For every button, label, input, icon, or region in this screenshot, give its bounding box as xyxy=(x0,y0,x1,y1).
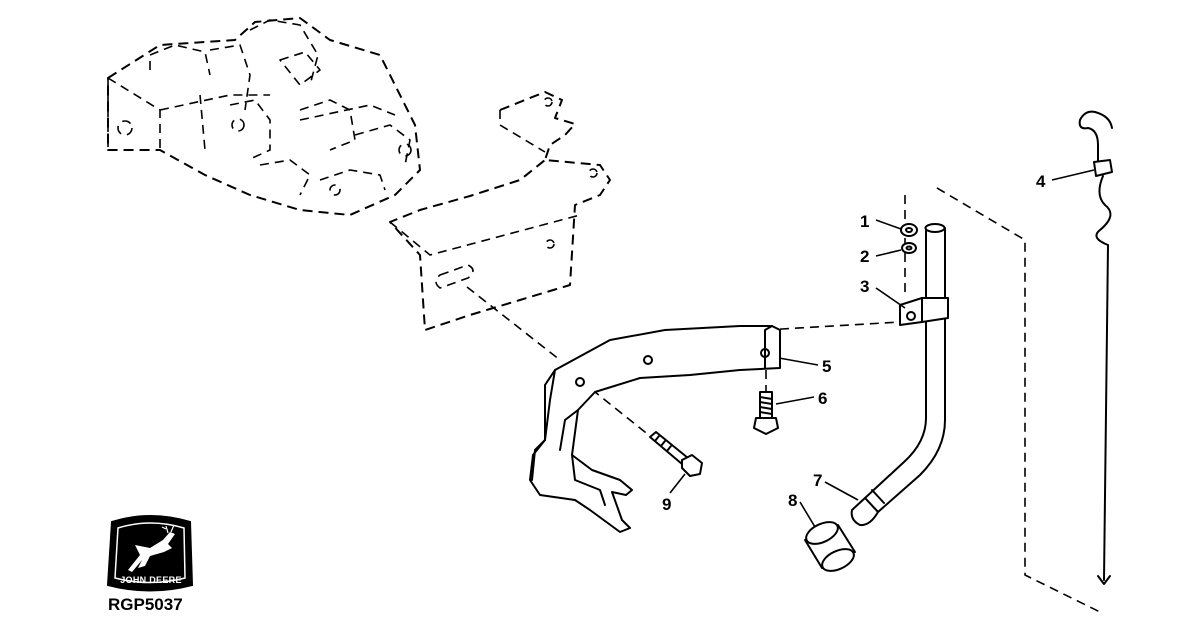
logo-wordmark: JOHN DEERE xyxy=(120,575,182,585)
dipstick-tube-bracket xyxy=(529,325,781,533)
tube-clamp xyxy=(899,297,949,326)
callout-8: 8 xyxy=(788,491,797,510)
callout-4: 4 xyxy=(1036,172,1046,191)
hex-nut xyxy=(900,223,918,237)
callout-7: 7 xyxy=(813,471,822,490)
tube-sleeve xyxy=(804,521,856,572)
dipstick xyxy=(1078,110,1113,585)
john-deere-logo: JOHN DEERE xyxy=(106,515,194,592)
callout-numbers: 1 2 3 4 5 6 7 8 9 xyxy=(662,172,1046,514)
engine-mounting-bracket-phantom xyxy=(389,91,611,331)
callout-5: 5 xyxy=(822,357,831,376)
short-cap-screw xyxy=(753,391,779,435)
leaping-deer-icon xyxy=(128,524,175,572)
lock-washer xyxy=(901,242,917,254)
engine-block-phantom xyxy=(107,17,421,216)
callout-2: 2 xyxy=(860,247,869,266)
assembly-lines xyxy=(466,187,1101,613)
callout-6: 6 xyxy=(818,389,827,408)
callout-leaders xyxy=(669,169,1095,528)
long-cap-screw xyxy=(649,431,703,477)
figure-code: RGP5037 xyxy=(108,595,183,614)
callout-9: 9 xyxy=(662,495,671,514)
callout-3: 3 xyxy=(860,277,869,296)
dipstick-tube xyxy=(850,223,946,527)
callout-1: 1 xyxy=(860,212,869,231)
